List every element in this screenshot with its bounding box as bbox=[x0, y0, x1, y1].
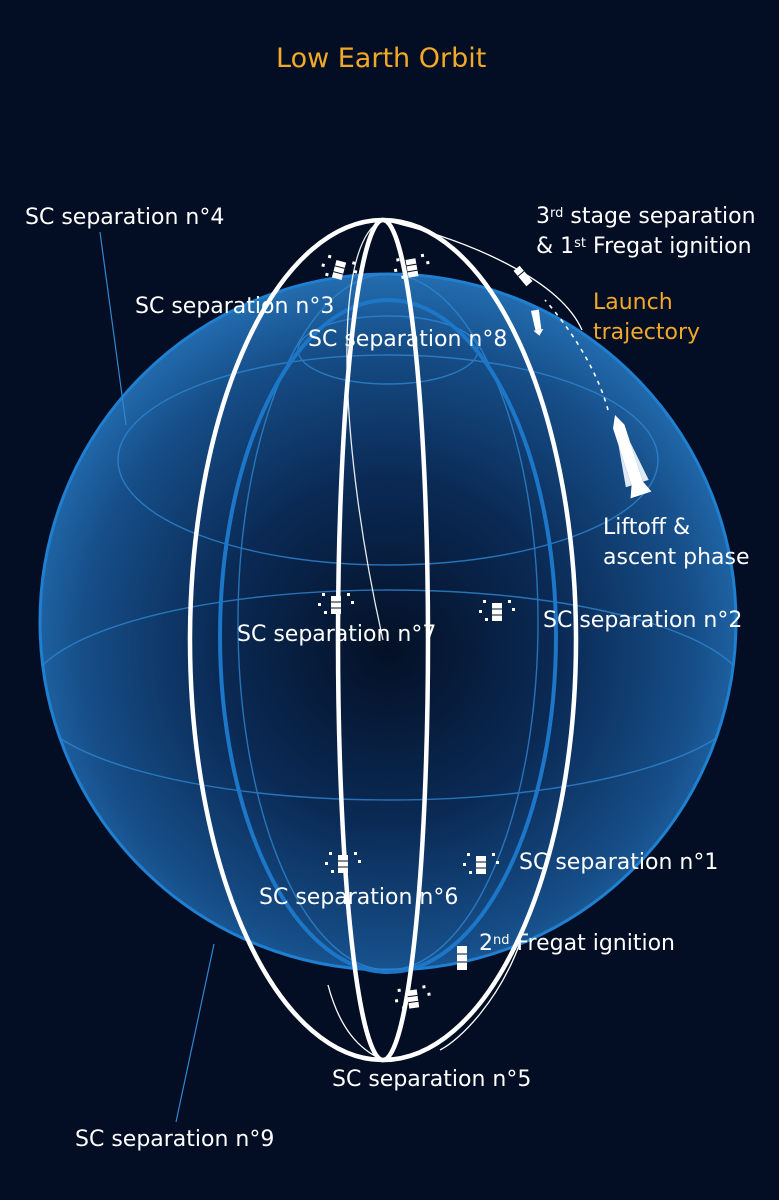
orbit-thin-bottom bbox=[327, 984, 384, 1061]
meridian-line bbox=[237, 274, 539, 970]
label-fregat1-ignition: & 1st Fregat ignition bbox=[536, 234, 752, 259]
label-sep5: SC separation n°5 bbox=[332, 1067, 532, 1092]
orbit-paths bbox=[187, 217, 609, 1063]
label-sep4: SC separation n°4 bbox=[25, 205, 225, 230]
latitude-line bbox=[40, 589, 736, 801]
label-sep3: SC separation n°3 bbox=[135, 294, 335, 319]
page-title: Low Earth Orbit bbox=[276, 43, 487, 74]
fregat-stage-icon bbox=[513, 265, 533, 287]
rocket-icon bbox=[613, 415, 652, 499]
label-sep9: SC separation n°9 bbox=[75, 1127, 275, 1152]
label-sep8: SC separation n°8 bbox=[308, 327, 508, 352]
fregat-stage-icon bbox=[457, 946, 467, 970]
leader-line-sep9 bbox=[175, 943, 215, 1123]
latitude-line bbox=[117, 354, 659, 566]
leader-line-sep4 bbox=[99, 231, 127, 426]
label-sep7: SC separation n°7 bbox=[237, 622, 437, 647]
label-launch-trajectory-2: trajectory bbox=[593, 320, 701, 345]
label-liftoff-1: Liftoff & bbox=[603, 515, 691, 540]
orbit-thin-right bbox=[382, 219, 583, 331]
launch-trajectory-path bbox=[544, 299, 609, 411]
separated-stage-icon bbox=[530, 309, 544, 336]
meridian-highlight bbox=[218, 298, 558, 974]
label-fregat2-ignition: 2nd Fregat ignition bbox=[479, 931, 675, 956]
label-sep6: SC separation n°6 bbox=[259, 885, 459, 910]
satellite-icon bbox=[393, 984, 433, 1011]
label-stage3-separation: 3rd stage separation bbox=[536, 204, 756, 229]
orbit-thin-bottom-right bbox=[439, 939, 522, 1051]
label-launch-trajectory-1: Launch bbox=[593, 290, 673, 315]
label-sep2: SC separation n°2 bbox=[543, 608, 743, 633]
orbit-thin-left bbox=[346, 219, 384, 641]
label-sep1: SC separation n°1 bbox=[519, 850, 719, 875]
label-liftoff-2: ascent phase bbox=[603, 545, 750, 570]
